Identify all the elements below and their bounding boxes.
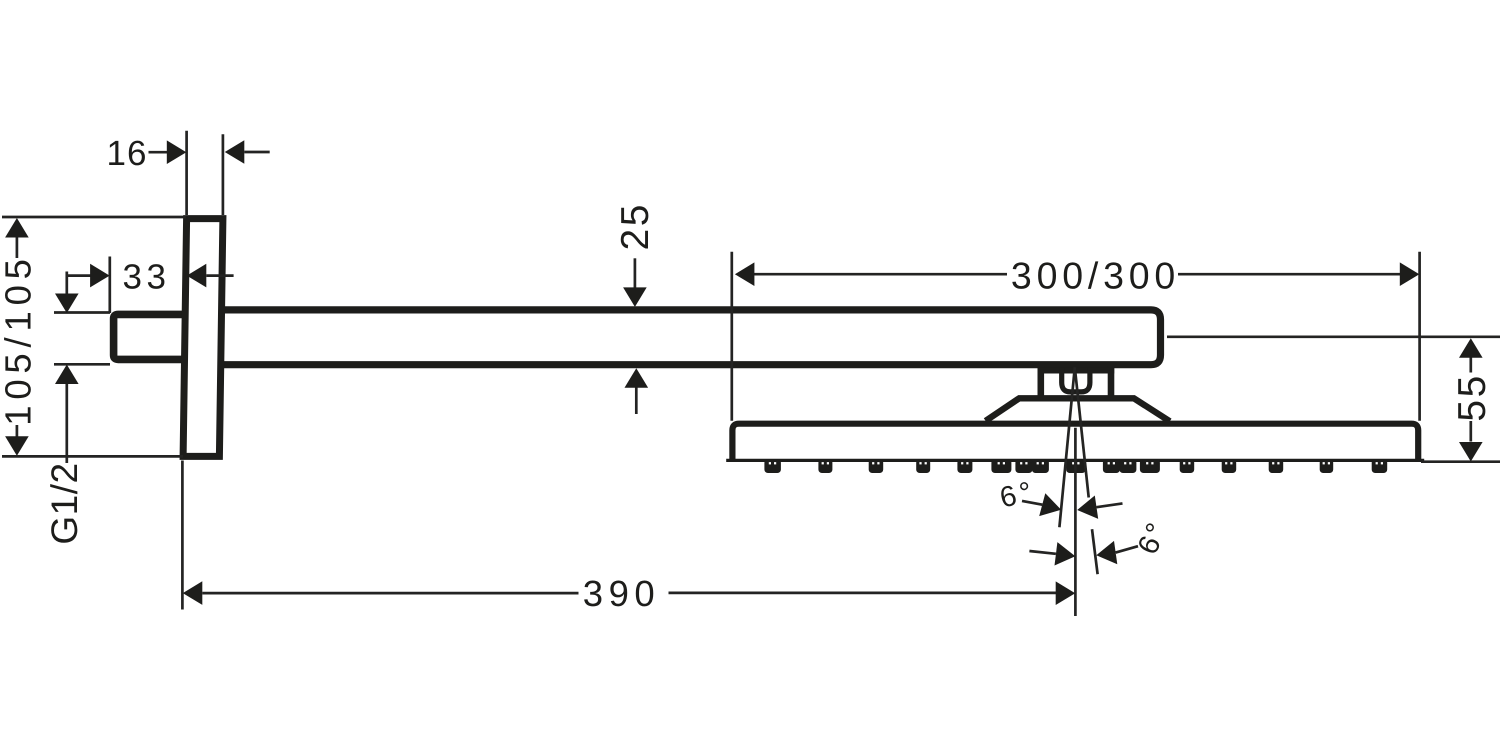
- svg-text:55: 55: [1451, 373, 1494, 421]
- svg-text:390: 390: [583, 573, 660, 614]
- svg-text:6°: 6°: [997, 475, 1039, 514]
- svg-text:33: 33: [123, 257, 171, 296]
- svg-text:16: 16: [107, 134, 148, 173]
- svg-text:25: 25: [614, 202, 657, 250]
- svg-text:105/105: 105/105: [0, 253, 39, 426]
- svg-text:300/300: 300/300: [1011, 254, 1180, 296]
- svg-text:G1/2: G1/2: [44, 462, 85, 544]
